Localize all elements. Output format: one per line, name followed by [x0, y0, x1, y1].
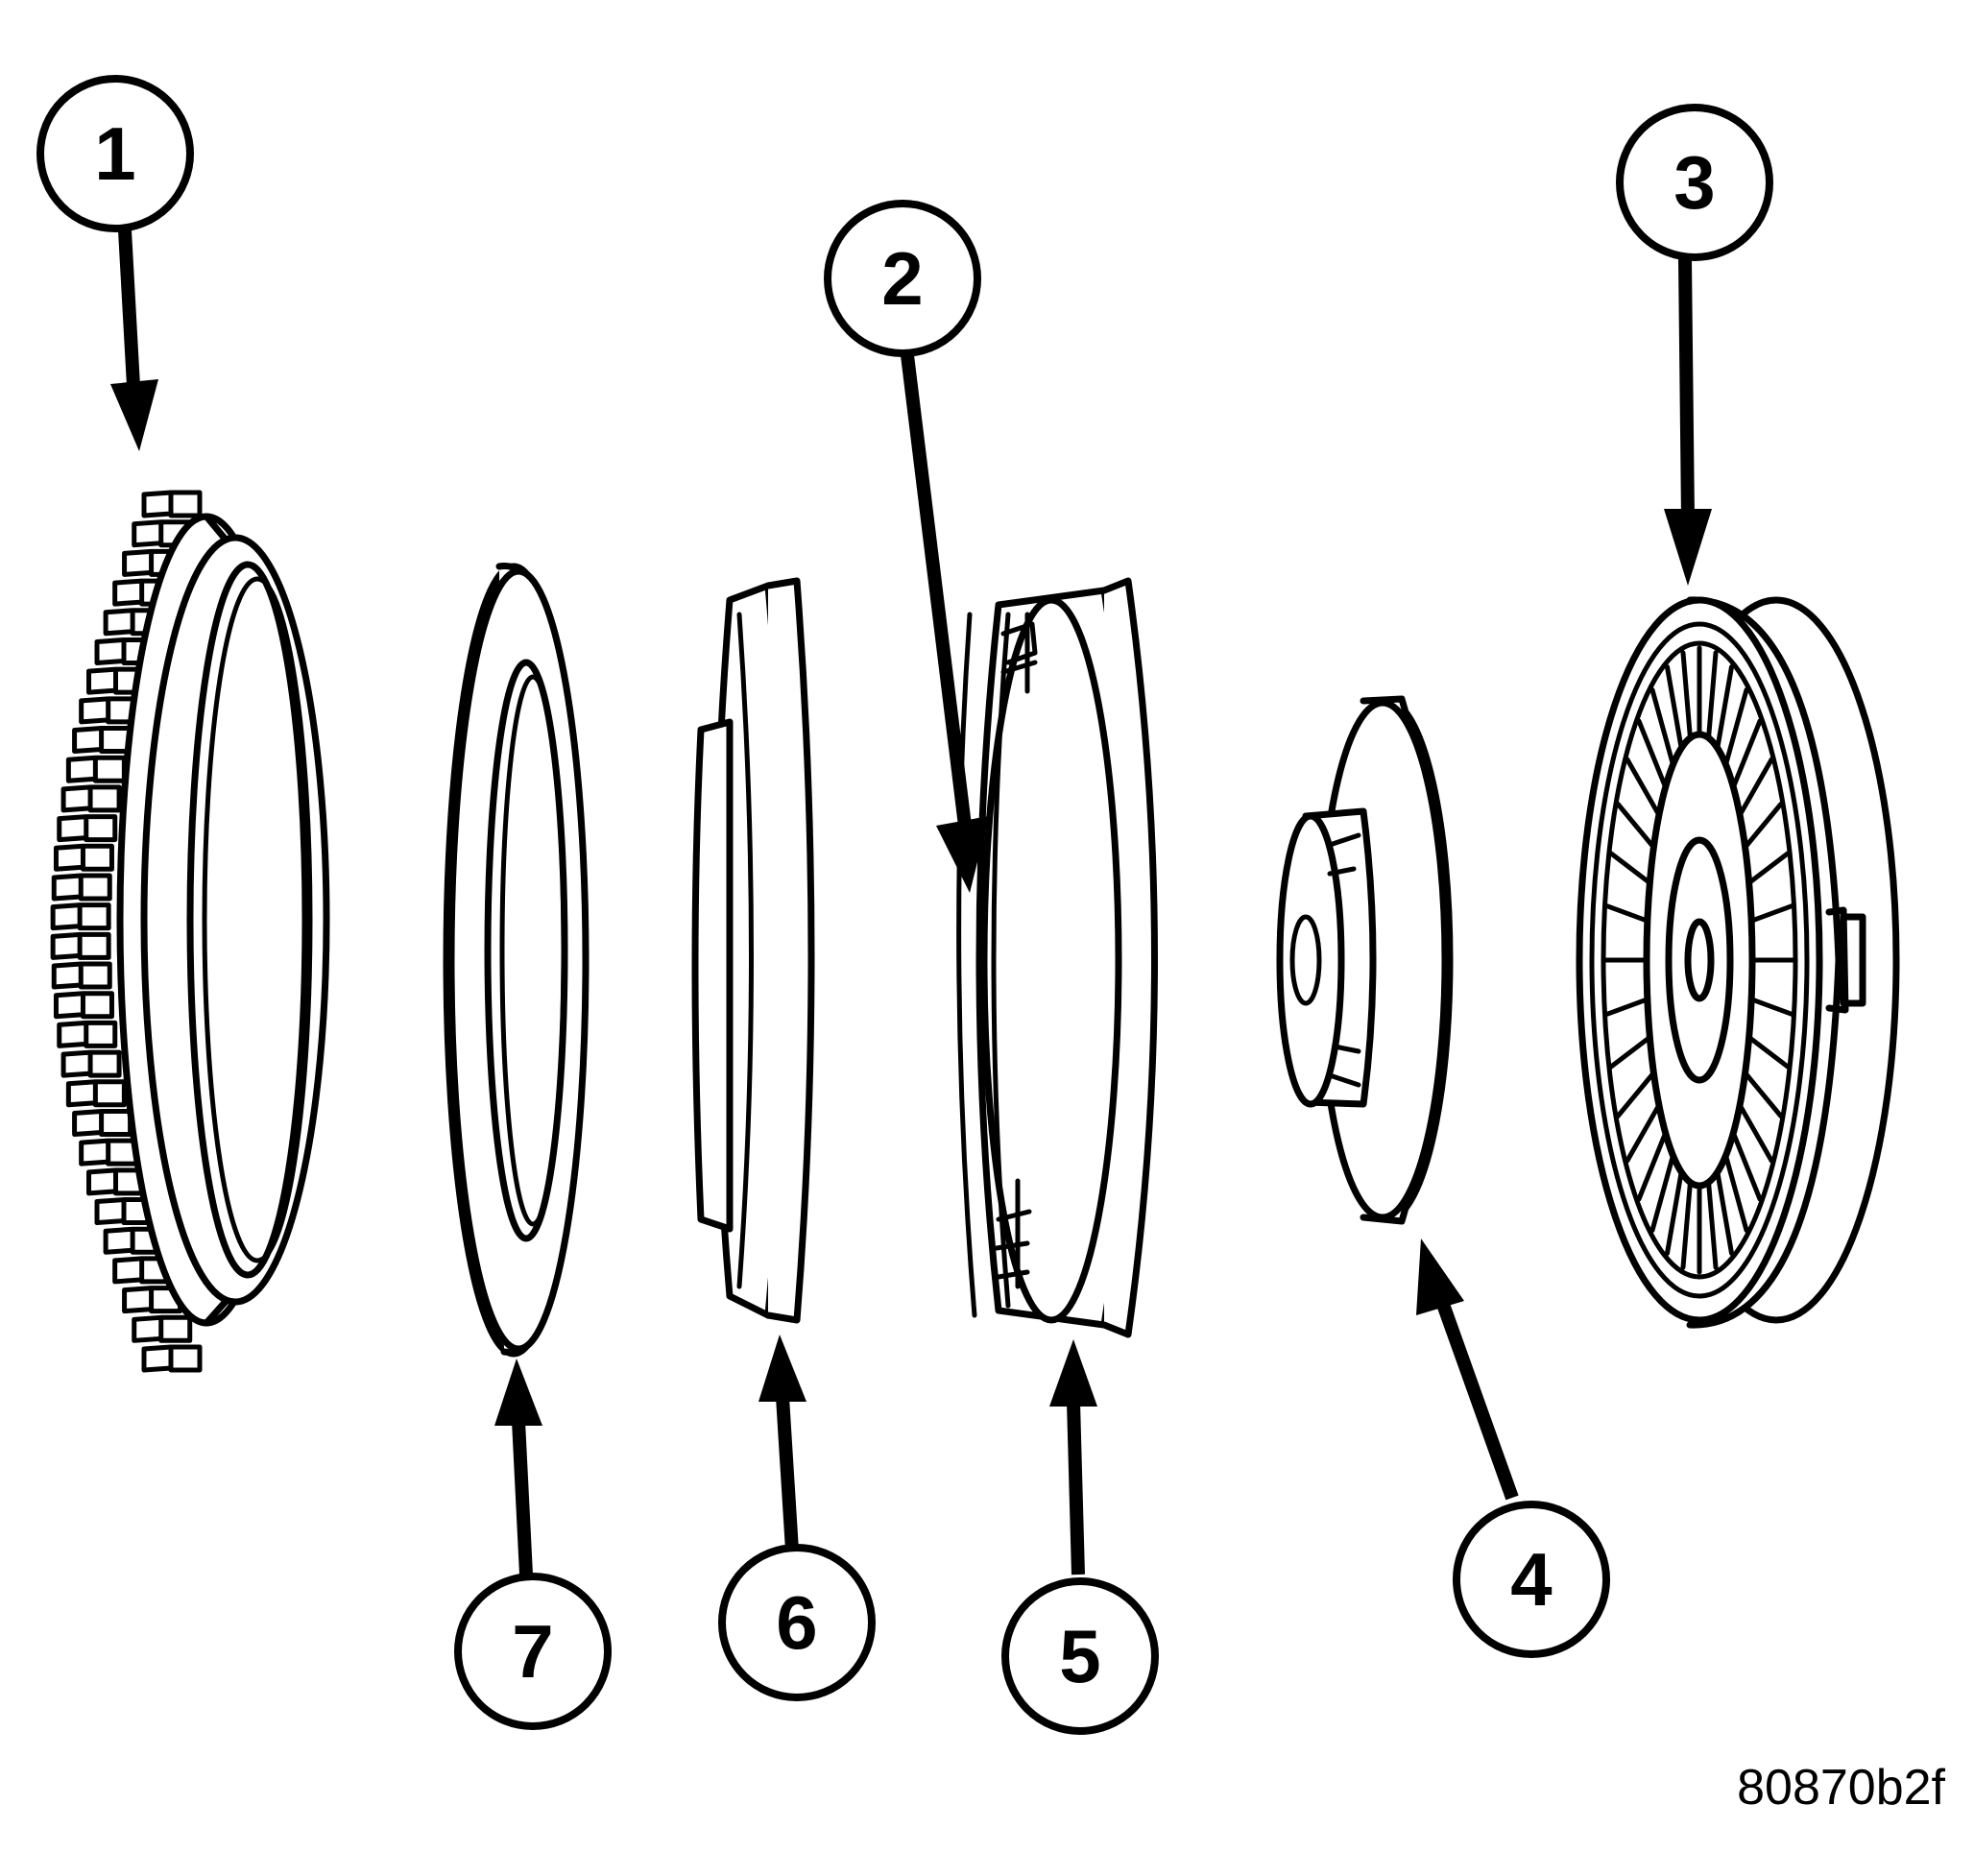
- callout-6-label: 6: [776, 1580, 817, 1665]
- callout-7-label: 7: [512, 1609, 553, 1694]
- callout-2: 2: [824, 200, 981, 357]
- callout-4: 4: [1453, 1501, 1610, 1658]
- callout-2-label: 2: [881, 236, 923, 321]
- turbine-vanes: [1602, 645, 1796, 1275]
- part-4-hub: [1276, 695, 1454, 1225]
- callout-6: 6: [718, 1544, 876, 1701]
- callout-1-label: 1: [94, 111, 135, 196]
- part-6-plate: [691, 577, 815, 1324]
- figure-reference-code: 80870b2f: [1737, 1760, 1945, 1816]
- callout-7: 7: [454, 1573, 612, 1730]
- callout-4-label: 4: [1510, 1537, 1552, 1622]
- callout-5: 5: [1001, 1577, 1159, 1735]
- callout-5-label: 5: [1059, 1614, 1100, 1698]
- part-3-torque-converter: [1576, 596, 1900, 1329]
- callout-3-label: 3: [1673, 140, 1715, 225]
- callout-1: 1: [36, 75, 194, 232]
- callout-3: 3: [1616, 104, 1773, 261]
- part-7-washer: [443, 563, 590, 1358]
- part-5-drum: [956, 577, 1158, 1338]
- leader-arrows: [110, 229, 1712, 1575]
- part-1-ring-gear: [50, 490, 330, 1373]
